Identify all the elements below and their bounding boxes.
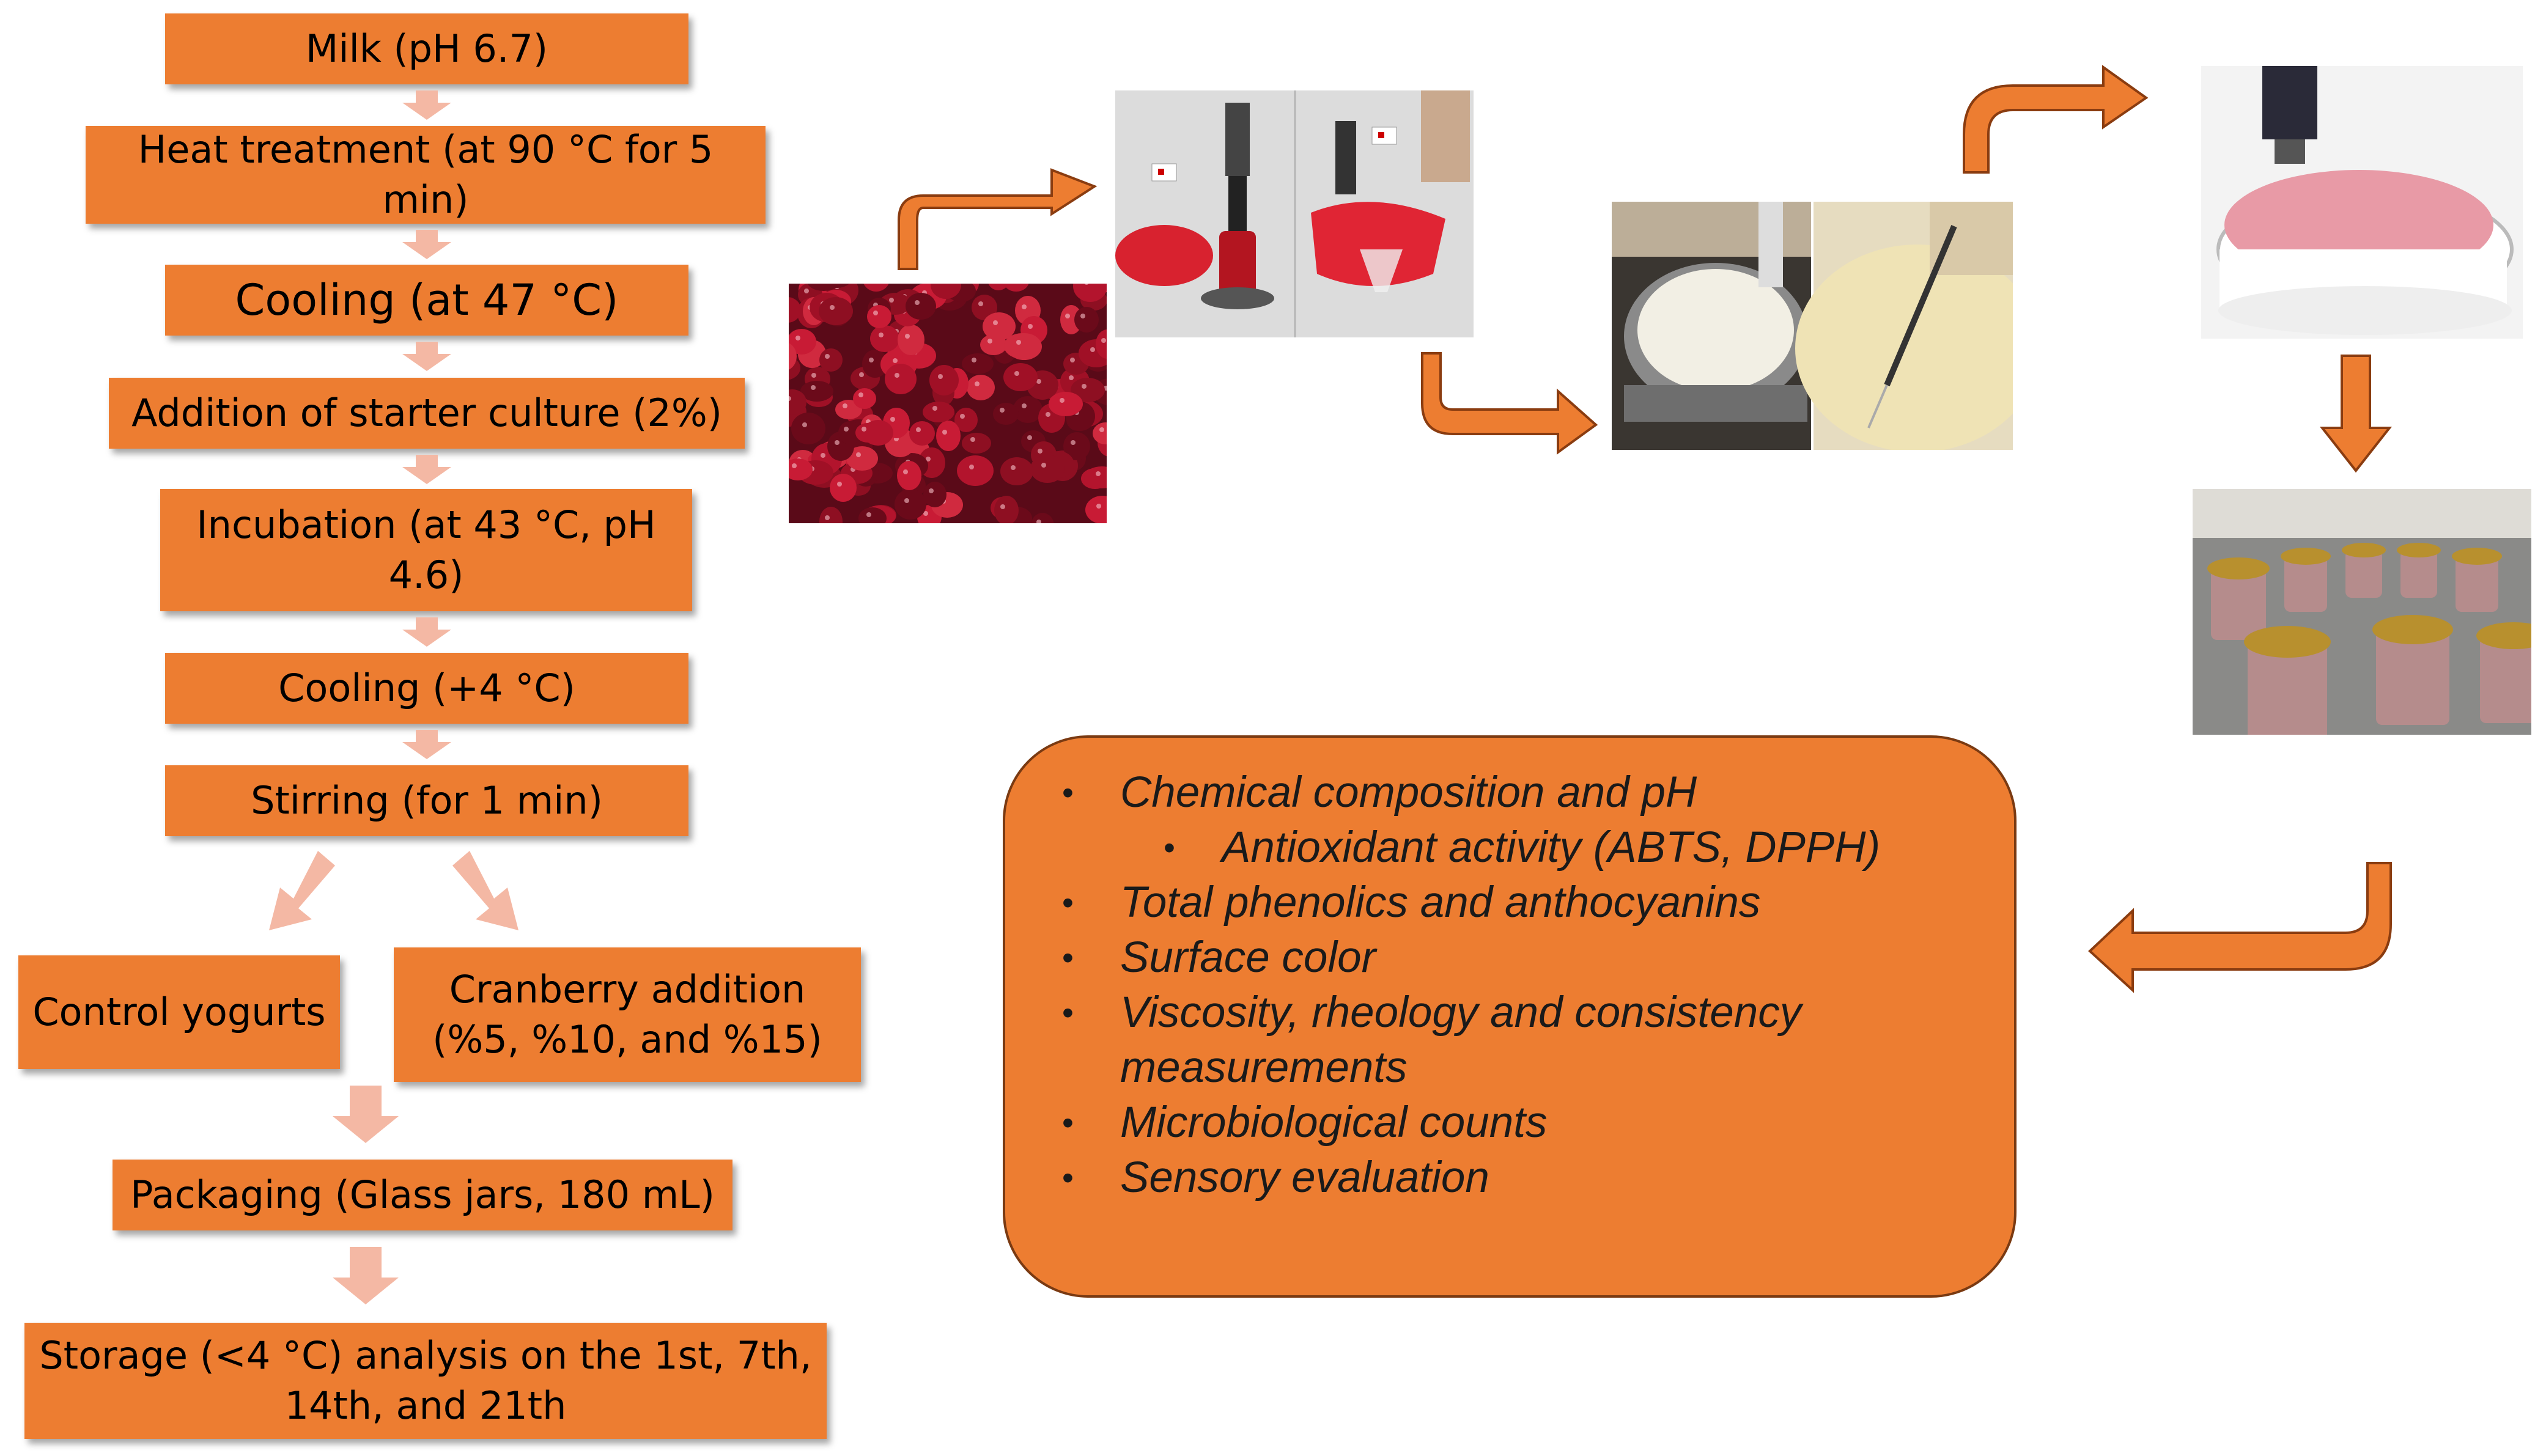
step-cooling-4-label: Cooling (+4 °C) <box>278 666 575 711</box>
down-arrow <box>402 230 451 259</box>
glass-jars-image <box>2193 489 2531 735</box>
cranberries-image <box>789 284 1107 523</box>
step-incubation: Incubation (at 43 °C, pH 4.6) <box>160 489 692 611</box>
step-incubation-line1: Incubation (at 43 °C, pH <box>196 502 656 548</box>
process-arrows <box>898 65 2393 993</box>
bent-arrow-up-right <box>898 168 1098 270</box>
yogurt-filling-image <box>2201 66 2523 339</box>
step-storage: Storage (<4 °C) analysis on the 1st, 7th… <box>24 1323 827 1439</box>
analysis-item: •Surface color <box>1062 933 1376 982</box>
step-stirring: Stirring (for 1 min) <box>165 765 688 836</box>
yogurt-filling-photo <box>2201 66 2523 339</box>
down-arrow-big <box>2319 355 2393 473</box>
blender-image <box>1115 90 1474 337</box>
down-arrow <box>402 730 451 759</box>
blender-photo <box>1115 90 1474 337</box>
down-arrow <box>402 455 451 484</box>
down-arrow <box>402 342 451 371</box>
step-starter-culture: Addition of starter culture (2%) <box>109 378 745 449</box>
split-arrow-left <box>269 851 335 930</box>
step-cooling-4: Cooling (+4 °C) <box>165 653 688 724</box>
step-heat-treatment: Heat treatment (at 90 °C for 5 min) <box>86 126 766 224</box>
analysis-item: •Microbiological counts <box>1062 1098 1548 1147</box>
step-milk: Milk (pH 6.7) <box>165 13 688 84</box>
step-cranberry-addition-line1: Cranberry addition <box>449 967 806 1012</box>
step-storage-line2: 14th, and 21th <box>284 1383 567 1428</box>
step-cooling-47: Cooling (at 47 °C) <box>165 265 688 336</box>
step-starter-culture-label: Addition of starter culture (2%) <box>131 391 722 436</box>
step-packaging-label: Packaging (Glass jars, 180 mL) <box>130 1172 715 1218</box>
bent-arrow-up-right-2 <box>1963 65 2149 174</box>
down-arrow-large <box>333 1247 399 1304</box>
step-heat-treatment-line1: Heat treatment (at 90 °C for 5 <box>138 127 714 172</box>
analysis-item: •Chemical composition and pH <box>1062 768 1697 817</box>
milk-heating-image <box>1612 202 2013 450</box>
down-arrow <box>402 617 451 647</box>
step-control-yogurts-label: Control yogurts <box>32 990 326 1035</box>
bent-arrow-down-right <box>1421 352 1598 455</box>
step-heat-treatment-line2: min) <box>382 177 469 222</box>
analysis-item: •Sensory evaluation <box>1062 1153 1489 1202</box>
glass-jars-photo <box>2193 489 2531 735</box>
step-storage-line1: Storage (<4 °C) analysis on the 1st, 7th… <box>39 1333 812 1378</box>
step-incubation-line2: 4.6) <box>388 553 464 597</box>
flow-connector-arrows <box>269 90 518 1304</box>
step-packaging: Packaging (Glass jars, 180 mL) <box>113 1160 732 1230</box>
analysis-item: •Total phenolics and anthocyanins <box>1062 878 1761 927</box>
down-arrow-large <box>333 1086 399 1143</box>
cranberries-photo <box>789 284 1107 523</box>
bent-arrow-down-left <box>2088 862 2392 993</box>
split-arrow-right <box>452 851 518 930</box>
milk-heating-photo <box>1612 202 2013 450</box>
analysis-item-continuation: measurements <box>1120 1043 1408 1092</box>
step-control-yogurts: Control yogurts <box>18 955 340 1069</box>
analysis-subitem: •Antioxidant activity (ABTS, DPPH) <box>1164 823 1881 872</box>
step-milk-label: Milk (pH 6.7) <box>305 26 548 72</box>
step-stirring-label: Stirring (for 1 min) <box>251 778 603 823</box>
step-cranberry-addition-line2: (%5, %10, and %15) <box>432 1017 822 1062</box>
analysis-item: •Viscosity, rheology and consistency <box>1062 988 1802 1037</box>
down-arrow <box>402 90 451 120</box>
step-cooling-47-label: Cooling (at 47 °C) <box>235 274 619 325</box>
analysis-list-box: •Chemical composition and pH •Antioxidan… <box>1003 735 2017 1298</box>
step-cranberry-addition: Cranberry addition (%5, %10, and %15) <box>394 947 861 1082</box>
